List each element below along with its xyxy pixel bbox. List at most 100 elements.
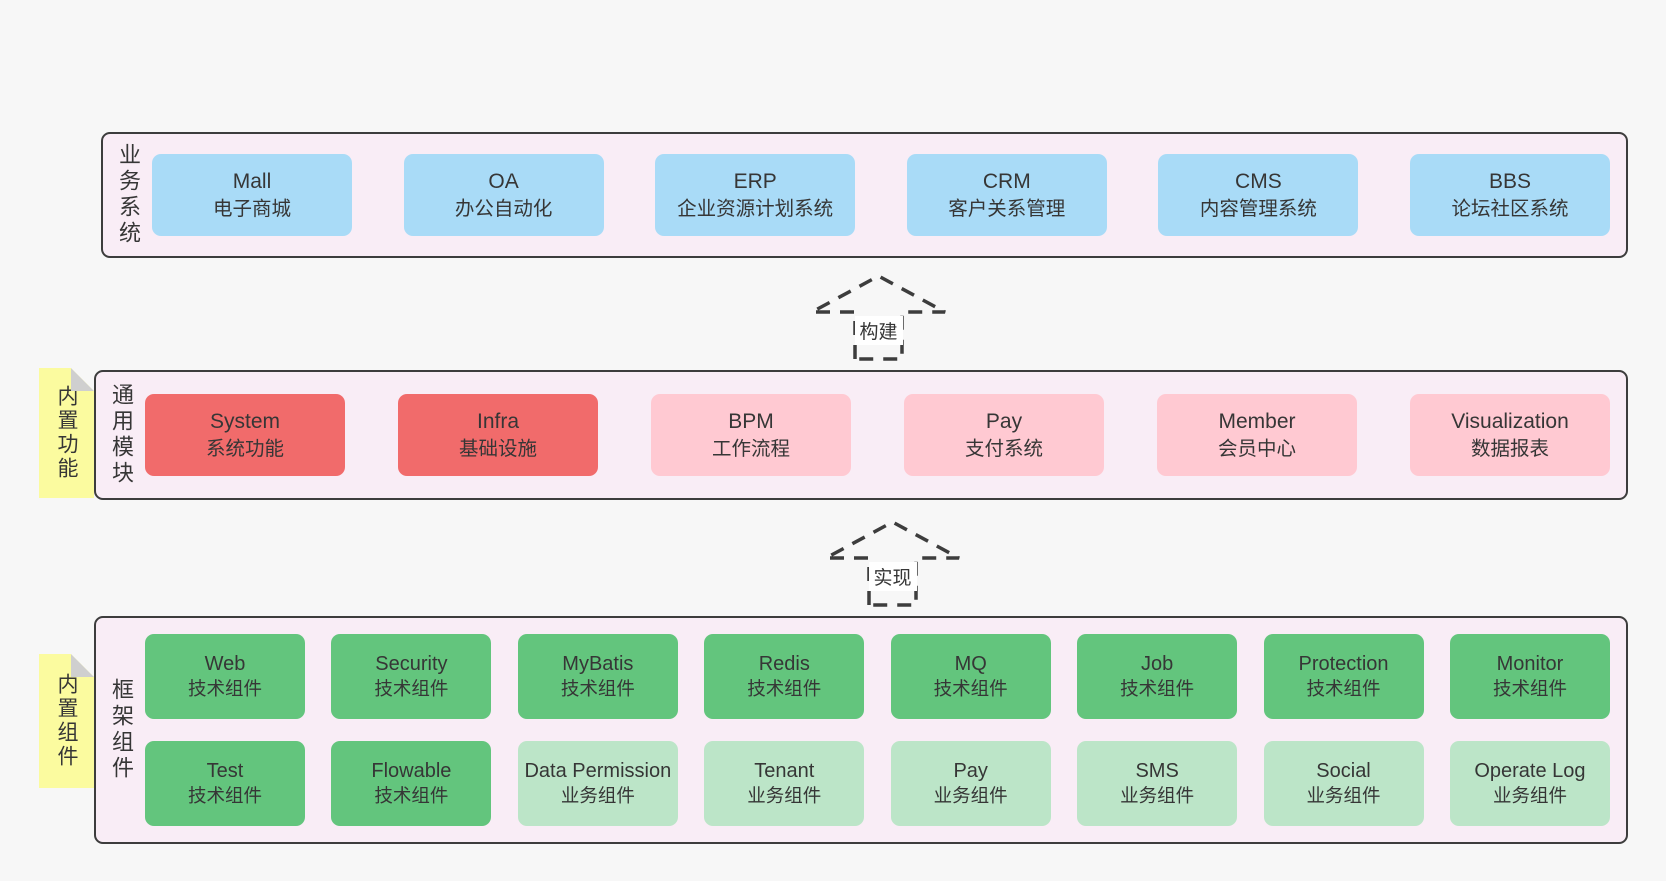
module-title: CRM <box>982 169 1031 193</box>
module-title: Monitor <box>1496 653 1564 676</box>
module-title: Mall <box>232 169 272 193</box>
module-subtitle: 工作流程 <box>711 438 790 461</box>
module-title: ERP <box>733 169 777 193</box>
arrow-build: 构建 <box>806 272 951 362</box>
module-title: Pay <box>985 409 1023 433</box>
arrow-implement: 实现 <box>820 518 965 608</box>
module-title: Job <box>1140 653 1174 676</box>
layer-business-systems: 业务系统 Mall 电子商城 OA 办公自动化 ERP 企业资源计划系统 CRM 客户关系管理… <box>101 132 1628 258</box>
module-subtitle: 技术组件 <box>1492 678 1567 700</box>
module-title: OA <box>488 169 519 193</box>
module-title: Redis <box>758 653 810 676</box>
module-subtitle: 系统功能 <box>205 438 284 461</box>
module-box-cms: CMS 内容管理系统 <box>1158 154 1359 236</box>
module-subtitle: 技术组件 <box>187 678 262 700</box>
module-box-member: Member 会员中心 <box>1157 394 1357 476</box>
module-title: MQ <box>954 653 987 676</box>
module-subtitle: 技术组件 <box>560 678 635 700</box>
module-subtitle: 技术组件 <box>747 678 822 700</box>
module-title: Operate Log <box>1474 760 1586 783</box>
module-subtitle: 数据报表 <box>1470 438 1549 461</box>
module-title: Web <box>204 653 246 676</box>
layer-side-label: 框架组件 <box>109 678 134 782</box>
module-subtitle: 内容管理系统 <box>1199 198 1317 221</box>
module-title: Tenant <box>754 760 815 783</box>
module-title: Infra <box>476 409 520 433</box>
arrow-label: 构建 <box>854 316 903 345</box>
module-subtitle: 技术组件 <box>1120 678 1195 700</box>
arrow-label: 实现 <box>868 562 917 591</box>
module-box-system: System 系统功能 <box>145 394 345 476</box>
module-title: MyBatis <box>562 653 634 676</box>
layer-side-label: 业务系统 <box>116 143 141 247</box>
module-subtitle: 企业资源计划系统 <box>677 198 834 221</box>
sticky-tab-label: 内置组件 <box>55 673 78 769</box>
module-subtitle: 论坛社区系统 <box>1451 198 1569 221</box>
module-box-erp: ERP 企业资源计划系统 <box>655 154 856 236</box>
module-box-crm: CRM 客户关系管理 <box>906 154 1107 236</box>
module-subtitle: 技术组件 <box>374 785 449 807</box>
module-title: Member <box>1218 409 1296 433</box>
module-subtitle: 业务组件 <box>933 785 1008 807</box>
module-subtitle: 业务组件 <box>560 785 635 807</box>
module-title: Flowable <box>371 760 452 783</box>
module-subtitle: 业务组件 <box>1306 785 1381 807</box>
sticky-tab-builtin-features: 内置功能 <box>39 368 94 498</box>
module-subtitle: 技术组件 <box>933 678 1008 700</box>
module-title: SMS <box>1135 760 1179 783</box>
folded-corner-icon <box>71 368 94 391</box>
up-arrow-dashed-icon <box>811 274 946 361</box>
module-subtitle: 业务组件 <box>1120 785 1195 807</box>
module-row: Mall 电子商城 OA 办公自动化 ERP 企业资源计划系统 CRM 客户关系管理 CMS 内容… <box>139 154 1626 236</box>
sticky-tab-builtin-components: 内置组件 <box>39 654 94 788</box>
sticky-tab-label: 内置功能 <box>55 385 78 481</box>
module-title: CMS <box>1235 169 1282 193</box>
folded-corner-icon <box>71 654 94 677</box>
layer-side-label: 通用模块 <box>109 383 134 487</box>
module-title: Social <box>1316 760 1371 783</box>
module-subtitle: 技术组件 <box>1306 678 1381 700</box>
module-title: Security <box>375 653 448 676</box>
module-subtitle: 技术组件 <box>187 785 262 807</box>
module-title: Test <box>206 760 244 783</box>
module-title: System <box>209 409 280 433</box>
module-box-pay: Pay 支付系统 <box>904 394 1104 476</box>
module-title: Protection <box>1298 653 1389 676</box>
module-title: BPM <box>728 409 774 433</box>
module-subtitle: 客户关系管理 <box>948 198 1066 221</box>
module-subtitle: 业务组件 <box>1492 785 1567 807</box>
module-subtitle: 会员中心 <box>1217 438 1296 461</box>
module-title: Data Permission <box>524 760 672 783</box>
module-title: Pay <box>953 760 988 783</box>
up-arrow-dashed-icon <box>825 520 960 607</box>
module-subtitle: 支付系统 <box>964 438 1043 461</box>
module-subtitle: 电子商城 <box>212 198 291 221</box>
module-box-bpm: BPM 工作流程 <box>651 394 851 476</box>
module-subtitle: 业务组件 <box>747 785 822 807</box>
module-box-oa: OA 办公自动化 <box>403 154 604 236</box>
module-subtitle: 办公自动化 <box>454 198 553 221</box>
module-subtitle: 技术组件 <box>374 678 449 700</box>
